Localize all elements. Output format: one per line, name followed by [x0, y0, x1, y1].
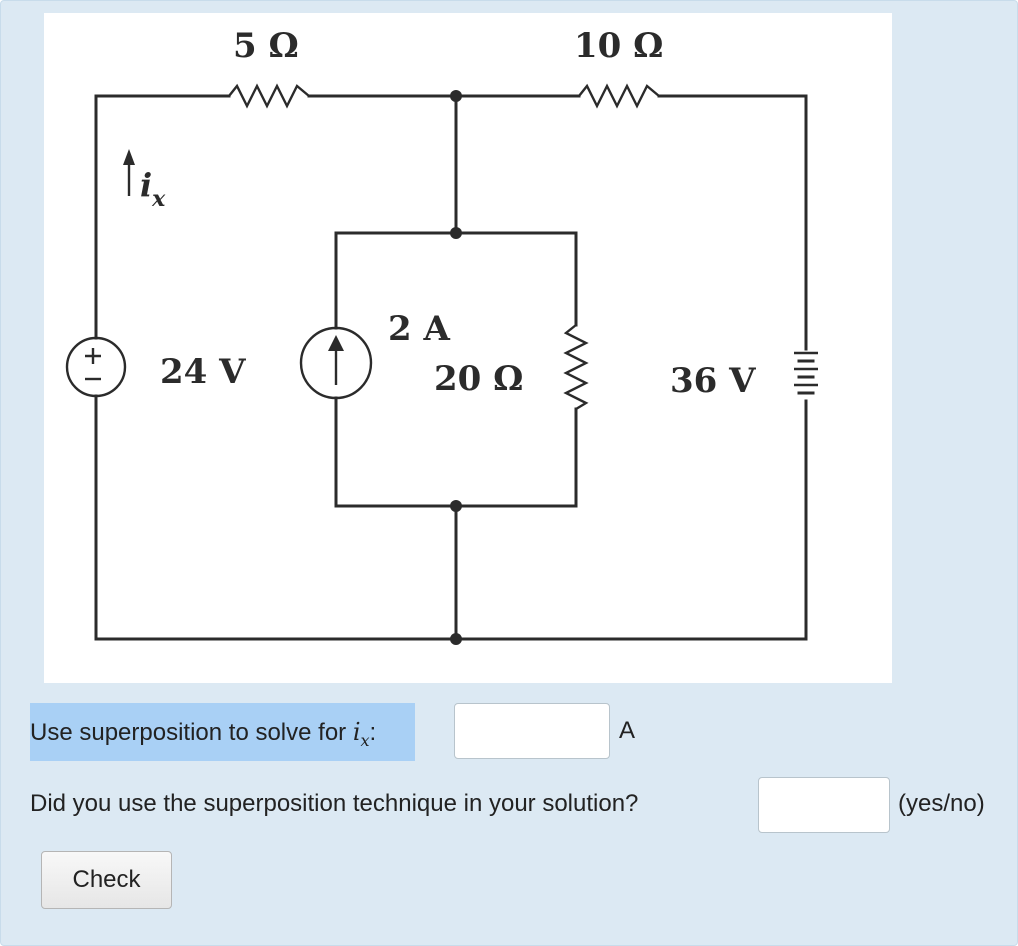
i-source-label: 2 A	[388, 309, 450, 349]
inner-box-left-lower	[334, 396, 578, 508]
resistor-10ohm	[578, 83, 660, 109]
top-right-wire	[657, 94, 808, 351]
ix-unit-label: A	[619, 717, 636, 744]
current-source-2a	[299, 326, 373, 400]
check-button[interactable]: Check	[41, 851, 172, 909]
ix-label: ix	[140, 166, 166, 212]
battery-36v	[794, 351, 818, 395]
right-lower-wire	[94, 394, 808, 641]
yes-no-hint: (yes/no)	[898, 790, 985, 817]
node-top	[450, 90, 462, 102]
r2-label: 10 Ω	[574, 26, 663, 66]
voltage-source-24v	[65, 336, 127, 398]
node-bottom	[450, 633, 462, 645]
ix-variable: ix	[352, 718, 370, 750]
node-inner-top	[450, 227, 462, 239]
current-arrowhead-icon	[328, 335, 344, 351]
v1-label: 24 V	[160, 352, 246, 392]
inner-box-top	[334, 231, 578, 327]
question-ix-text: Use superposition to solve for ix:	[30, 703, 415, 761]
ix-arrowhead-icon	[123, 149, 135, 165]
ix-answer-input[interactable]	[454, 703, 610, 759]
circuit-diagram: 5 Ω 10 Ω ix 24 V 2 A 20 Ω 36 V	[65, 26, 818, 645]
r3-label: 20 Ω	[434, 359, 523, 399]
question-superposition-text: Did you use the superposition technique …	[30, 790, 639, 817]
r1-label: 5 Ω	[233, 26, 299, 66]
circuit-figure: 5 Ω 10 Ω ix 24 V 2 A 20 Ω 36 V	[44, 13, 892, 683]
resistor-5ohm	[228, 83, 310, 109]
plus-icon	[85, 348, 101, 364]
question-ix-row: Use superposition to solve for ix:	[30, 703, 415, 761]
v2-label: 36 V	[670, 361, 756, 401]
node-inner-bottom	[450, 500, 462, 512]
resistor-20ohm	[563, 324, 589, 411]
superposition-answer-input[interactable]	[758, 777, 890, 833]
